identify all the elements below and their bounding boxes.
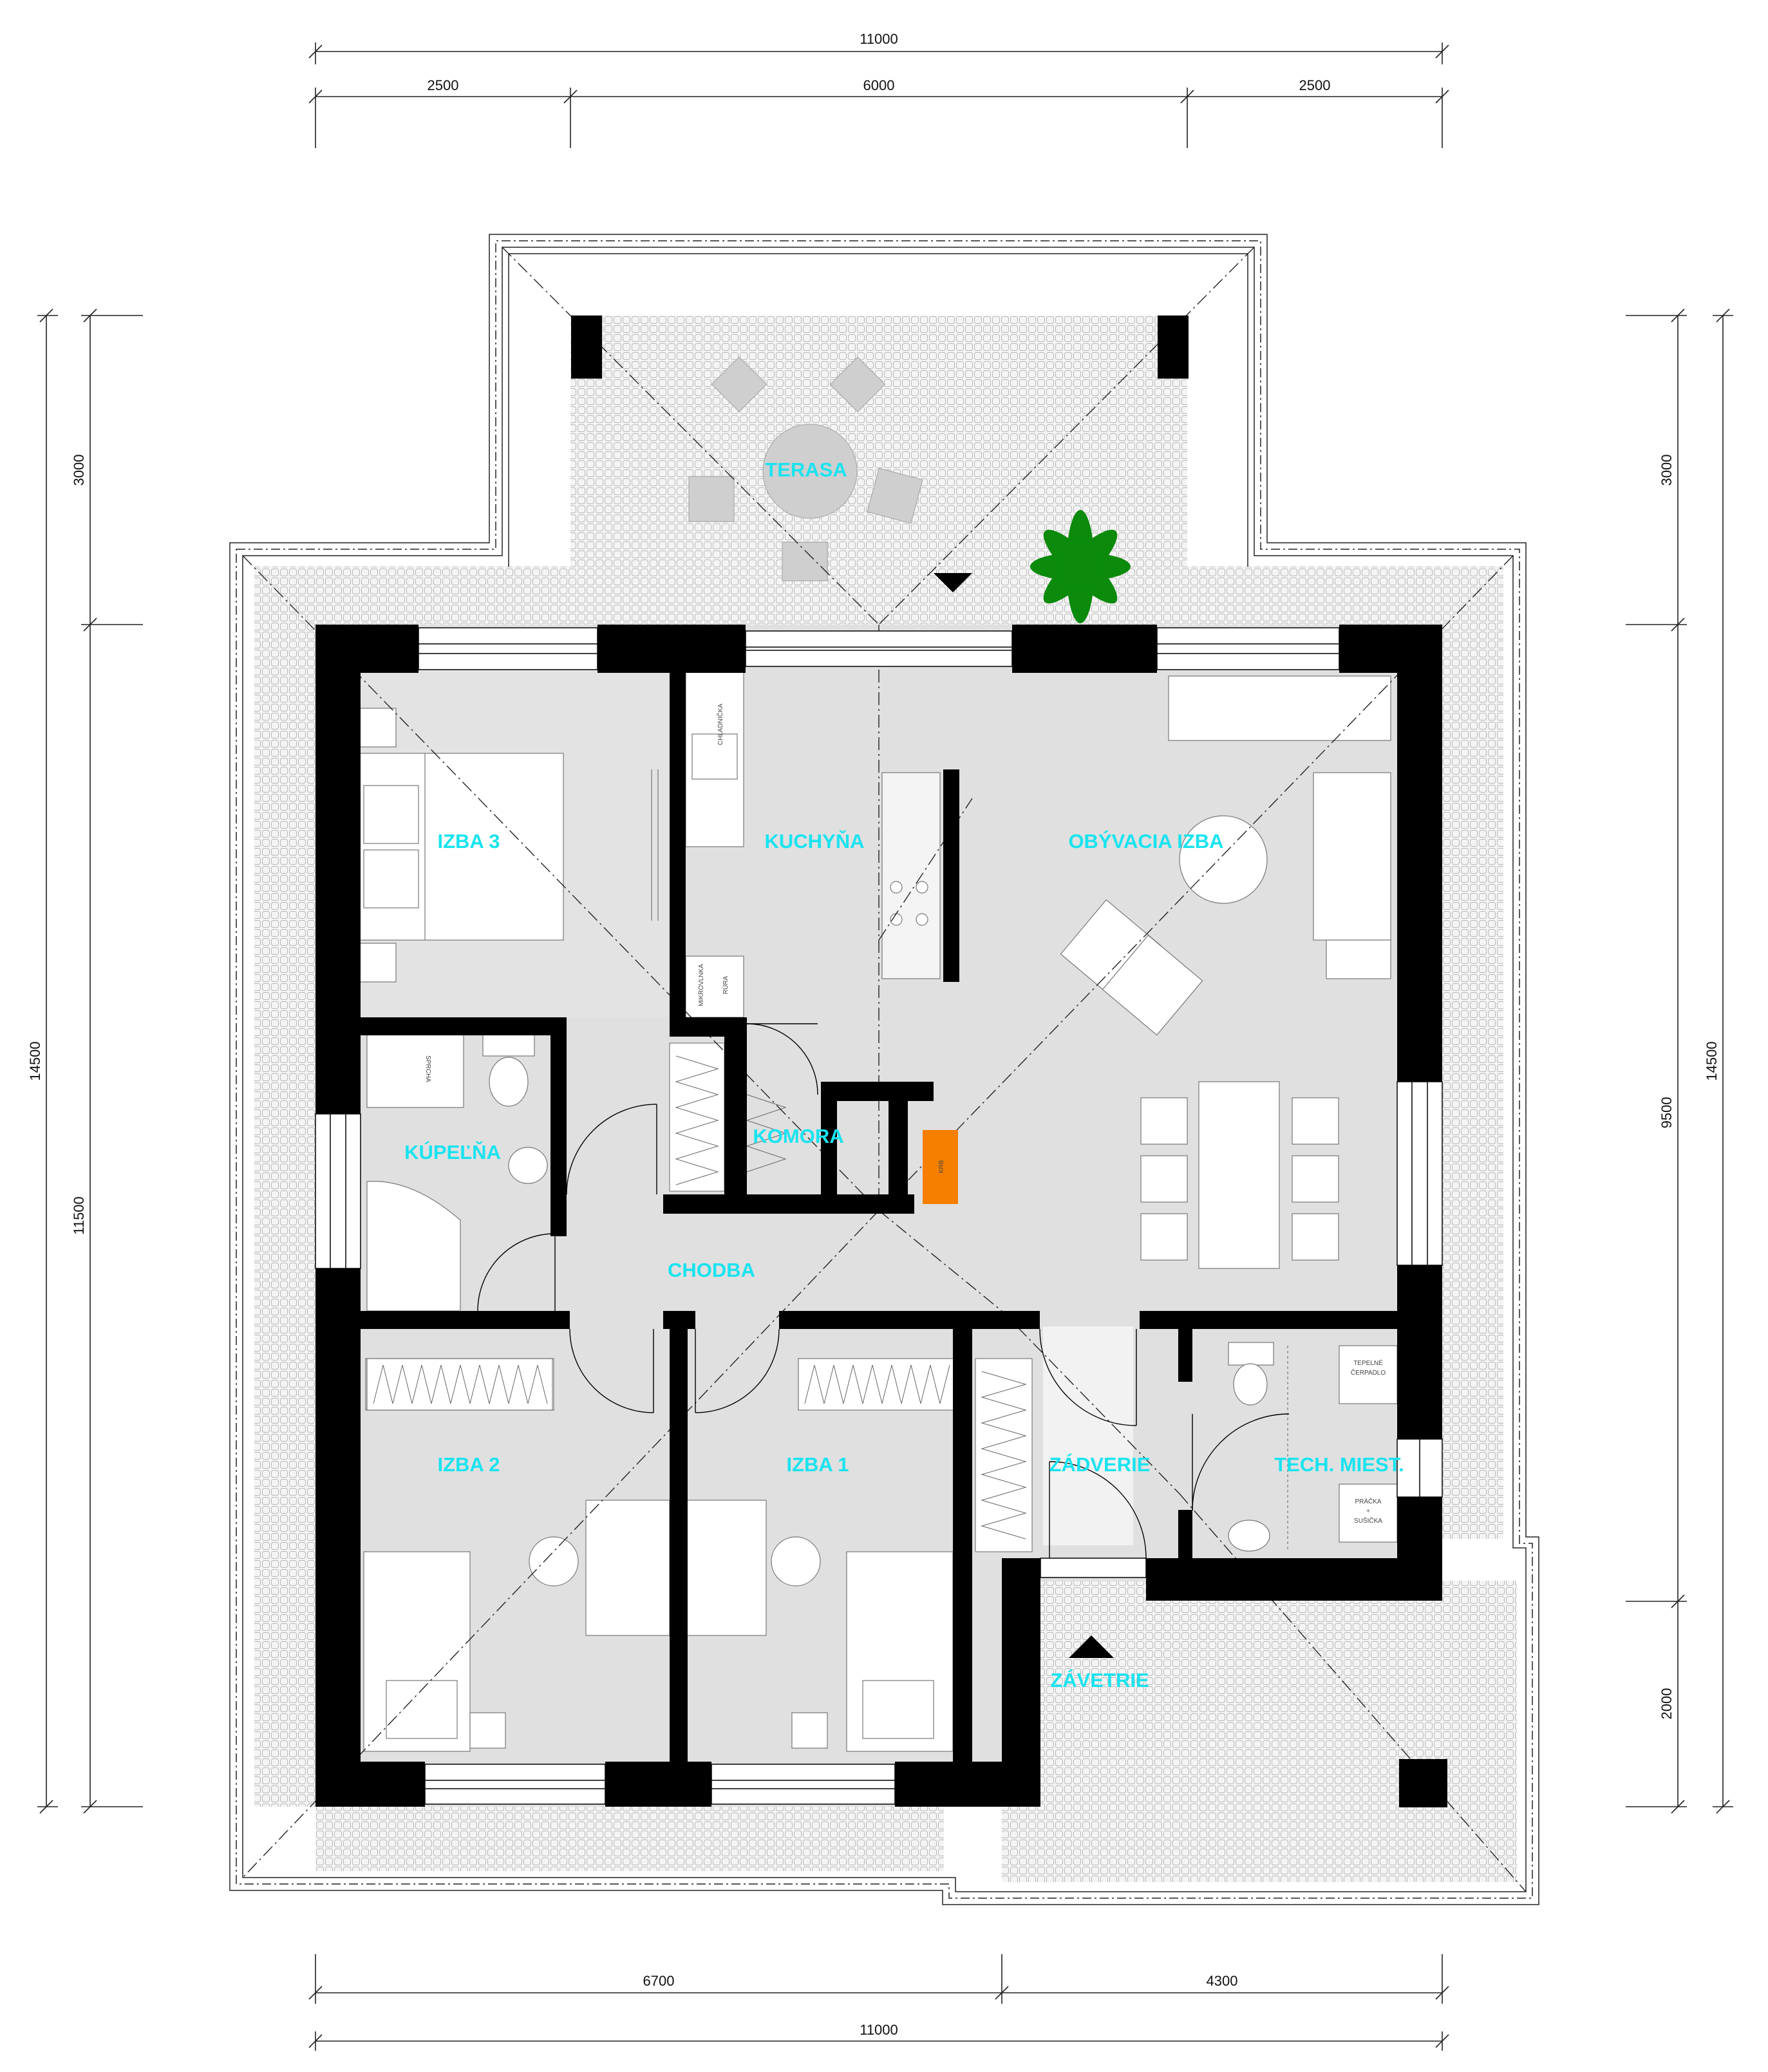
wardrobes — [365, 1042, 1033, 1552]
heat-pump-label-2: ČERPADLO — [1351, 1368, 1386, 1377]
dim-top-total: 11000 — [860, 31, 898, 47]
dim-top-right: 2500 — [1299, 77, 1331, 93]
dim-left-bottom: 11500 — [71, 1196, 87, 1235]
room-label-izba1: IZBA 1 — [786, 1453, 849, 1476]
fridge-label: CHLADNIČKA — [716, 703, 724, 745]
room-label-zadverie: ZÁDVERIE — [1049, 1453, 1151, 1476]
room-labels: TERASA IZBA 3 KUCHYŇA OBÝVACIA IZBA KÚPE… — [404, 458, 1404, 1691]
heat-pump-label-1: TEPELNÉ — [1353, 1359, 1383, 1367]
plant-icon — [1030, 510, 1131, 623]
fireplace — [923, 1130, 958, 1204]
shower-label: SPRCHA — [424, 1055, 431, 1082]
dim-top-left: 2500 — [428, 77, 459, 93]
furniture — [357, 356, 1398, 1752]
washer-plus-label: + — [1366, 1508, 1370, 1515]
fireplace-label: KRB — [938, 1160, 945, 1173]
washer-label: PRÁČKA — [1355, 1497, 1381, 1505]
dim-bottom-total: 11000 — [860, 2022, 898, 2038]
room-label-izba2: IZBA 2 — [437, 1453, 500, 1476]
dim-right-bottom: 2000 — [1659, 1688, 1675, 1720]
main-entry-arrow-icon — [1069, 1635, 1114, 1658]
door-swings — [477, 1023, 1290, 1559]
entrance-arrows — [934, 573, 1114, 1658]
dim-right-top: 3000 — [1659, 455, 1675, 486]
room-label-izba3: IZBA 3 — [437, 830, 500, 852]
dim-right-total: 14500 — [1704, 1041, 1720, 1080]
dimension-lines — [37, 42, 1733, 2051]
microwave-label: MIKROVLNKA — [698, 964, 705, 1006]
windows — [315, 627, 1443, 1805]
fixture-labels: CHLADNIČKA MIKROVLNKA RÚRA SPRCHA TEPELN… — [424, 703, 1386, 1525]
dim-left-total: 14500 — [27, 1041, 43, 1080]
dim-bottom-right: 4300 — [1207, 1973, 1238, 1989]
dim-right-mid: 9500 — [1659, 1097, 1675, 1129]
dryer-label: SUŠIČKA — [1354, 1516, 1382, 1525]
walls — [315, 316, 1447, 1807]
terrace-entry-arrow-icon — [934, 573, 972, 592]
room-label-komora: KOMORA — [753, 1125, 843, 1147]
room-label-kuchyna: KUCHYŇA — [765, 829, 865, 852]
dim-bottom-left: 6700 — [643, 1973, 675, 1989]
oven-label: RÚRA — [721, 976, 729, 995]
room-label-zavetrie: ZÁVETRIE — [1050, 1669, 1149, 1691]
dimension-labels: 11000 2500 6000 2500 6700 4300 11000 300… — [27, 31, 1720, 2038]
room-label-terasa: TERASA — [765, 458, 847, 481]
room-label-kupelna: KÚPEĽŇA — [404, 1140, 501, 1163]
room-label-tech: TECH. MIEST. — [1274, 1453, 1404, 1476]
dim-top-mid: 6000 — [863, 77, 895, 93]
dim-left-top: 3000 — [71, 455, 87, 486]
room-label-obyvacia: OBÝVACIA IZBA — [1068, 830, 1223, 852]
room-label-chodba: CHODBA — [668, 1259, 755, 1281]
